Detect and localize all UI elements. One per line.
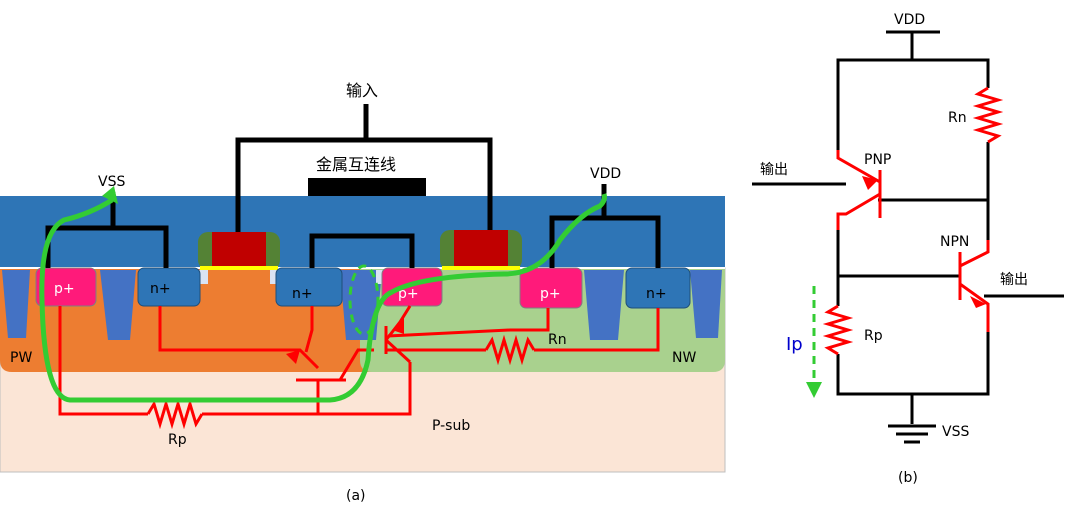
cross-section-diagram: p+ n+ n+ p+ p+ n+: [0, 81, 726, 504]
svg-text:n+: n+: [292, 286, 313, 302]
npn-label: NPN: [940, 234, 969, 250]
diffusion-n-plus: n+: [137, 267, 201, 307]
ip-label: Ip: [786, 334, 803, 355]
diffusion-p-plus: p+: [381, 267, 443, 307]
diffusion-n-plus: n+: [625, 267, 691, 309]
rn-resistor: [972, 86, 1004, 144]
rn-label-b: Rn: [948, 110, 967, 126]
rp-resistor: [822, 304, 854, 356]
vdd-label-b: VDD: [894, 12, 925, 28]
input-label: 输入: [346, 81, 378, 100]
gate-pmos: [376, 230, 522, 284]
vdd-label: VDD: [590, 166, 621, 182]
diffusion-n-plus: n+: [275, 267, 343, 307]
npn-arrow: [286, 350, 300, 364]
npn-arrow: [970, 296, 986, 308]
ip-arrow-head: [806, 382, 822, 398]
pnp-label: PNP: [864, 152, 891, 168]
sti-trench: [100, 270, 136, 340]
output-right-label: 输出: [1000, 272, 1028, 288]
sti-trench: [584, 270, 624, 340]
pnp-arrow: [862, 176, 878, 190]
figure-a-caption: (a): [346, 488, 366, 504]
metal-label: 金属互连线: [316, 155, 396, 174]
parasitic-highlight: [348, 264, 380, 336]
metal-interconnect: [45, 104, 661, 268]
parasitic-circuit: [58, 305, 660, 430]
psub-label: P-sub: [432, 418, 470, 434]
vss-label-b: VSS: [942, 424, 969, 440]
svg-text:p+: p+: [540, 286, 561, 302]
rp-label: Rp: [168, 432, 187, 448]
nw-label: NW: [672, 350, 696, 366]
sti-trench: [340, 270, 382, 340]
rn-label: Rn: [548, 332, 567, 348]
equivalent-circuit-diagram: VDD Rn PNP NPN 输出 输出 Rp Ip VSS (b): [752, 12, 1064, 486]
svg-text:p+: p+: [398, 286, 419, 302]
vss-label: VSS: [98, 174, 125, 190]
figure-b-caption: (b): [898, 470, 918, 486]
svg-text:p+: p+: [54, 281, 75, 297]
pw-label: PW: [10, 350, 32, 366]
sti-trench: [2, 270, 30, 338]
pnp-transistor: [836, 150, 882, 230]
oxide-layer: [0, 196, 725, 268]
latchup-current-path: [39, 193, 607, 403]
svg-text:n+: n+: [646, 286, 667, 302]
svg-text:n+: n+: [150, 281, 171, 297]
diffusion-p-plus: p+: [35, 267, 97, 307]
pnp-arrow: [392, 318, 404, 334]
gate-nmos: [198, 232, 280, 284]
npn-transistor: [958, 240, 990, 332]
rp-label-b: Rp: [864, 328, 883, 344]
latchup-arrow-head: [102, 186, 118, 204]
sti-trench: [690, 270, 722, 338]
metal-bar: [308, 178, 426, 196]
diffusion-p-plus: p+: [519, 267, 583, 309]
output-left-label: 输出: [760, 162, 788, 178]
